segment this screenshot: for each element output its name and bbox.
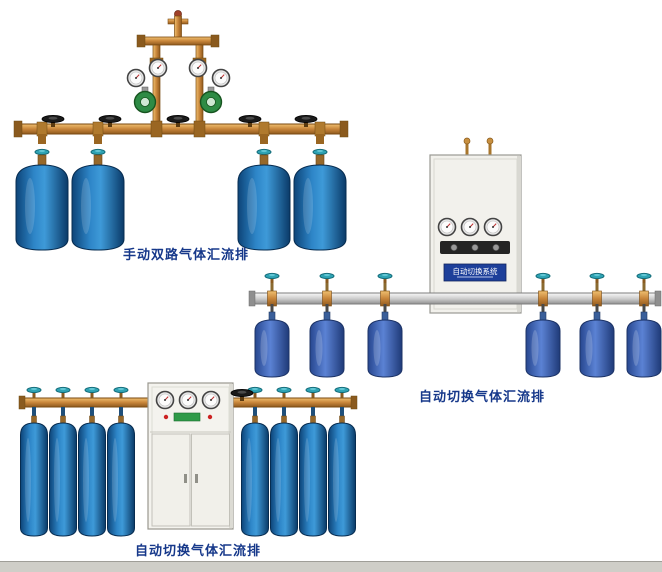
cylinder-drops bbox=[32, 407, 344, 419]
cylinder-valve-wheel bbox=[377, 272, 393, 284]
regulator-body bbox=[133, 86, 157, 114]
cylinder-valve-wheel bbox=[319, 272, 335, 284]
gas-cylinder bbox=[328, 415, 356, 537]
cylinder-drops bbox=[270, 304, 646, 316]
gas-cylinder bbox=[299, 415, 327, 537]
cabinet-top-valve bbox=[463, 137, 471, 145]
caption-auto-manifold-right: 自动切换气体汇流排 bbox=[418, 390, 545, 405]
auto-switch-tall-manifold-illustration bbox=[18, 382, 358, 537]
gas-cylinder bbox=[367, 311, 403, 378]
cylinder-valve-wheel bbox=[636, 272, 652, 284]
cabinet-door-left bbox=[151, 433, 191, 527]
gas-cylinder bbox=[71, 154, 125, 251]
gas-cylinder bbox=[107, 415, 135, 537]
cylinder-valve-wheel bbox=[113, 386, 129, 398]
manual-dual-manifold-illustration bbox=[13, 10, 349, 251]
main-manifold-pipe bbox=[19, 123, 343, 135]
cylinder-valve-wheel bbox=[26, 386, 42, 398]
cylinder-valve-wheel bbox=[84, 386, 100, 398]
riser-pipe-right bbox=[195, 44, 204, 127]
indicator-light bbox=[163, 414, 169, 420]
cabinet-gauge bbox=[437, 217, 457, 237]
caption-manual-manifold: 手动双路气体汇流排 bbox=[122, 248, 249, 263]
drop-fittings bbox=[36, 121, 326, 144]
cylinder-valve-wheel bbox=[334, 386, 350, 398]
pressure-gauge bbox=[148, 58, 168, 78]
pressure-regulator-right bbox=[188, 58, 231, 114]
pipe-end-cap bbox=[13, 120, 23, 138]
riser-valves bbox=[264, 272, 652, 295]
page-bottom-edge bbox=[0, 561, 662, 572]
gas-cylinder bbox=[579, 311, 615, 378]
riser-pipe-left bbox=[152, 44, 161, 127]
gas-cylinder bbox=[15, 154, 69, 251]
cabinet-nameplate: 自动切换系统 bbox=[443, 263, 507, 282]
gas-cylinder bbox=[78, 415, 106, 537]
tee-fitting bbox=[150, 120, 163, 138]
cylinder-valve-wheel bbox=[276, 386, 292, 398]
top-inlet-valve bbox=[167, 10, 189, 41]
tee-fitting bbox=[193, 120, 206, 138]
gas-cylinder bbox=[309, 311, 345, 378]
control-cabinet bbox=[147, 382, 234, 530]
cylinder-valve-wheel bbox=[589, 272, 605, 284]
cabinet-gauge bbox=[483, 217, 503, 237]
pipe-end-cap bbox=[18, 395, 26, 410]
cabinet-green-label bbox=[173, 412, 201, 422]
pressure-regulator-left bbox=[126, 58, 168, 114]
indicator-light bbox=[207, 414, 213, 420]
cabinet-top-valve bbox=[486, 137, 494, 145]
cylinder-valve-wheel bbox=[264, 272, 280, 284]
gas-cylinder bbox=[525, 311, 561, 378]
cabinet-gauge bbox=[178, 390, 198, 410]
cylinder-valve-wheel bbox=[55, 386, 71, 398]
pressure-gauge bbox=[126, 68, 146, 88]
cylinder-valve-wheel bbox=[305, 386, 321, 398]
cabinet-gauge bbox=[155, 390, 175, 410]
gas-cylinder bbox=[270, 415, 298, 537]
regulator-body bbox=[199, 86, 223, 114]
cabinet-nameplate-text: 自动切换系统 bbox=[453, 266, 498, 276]
gas-cylinder bbox=[49, 415, 77, 537]
gas-cylinder bbox=[241, 415, 269, 537]
control-cabinet: 自动切换系统 bbox=[429, 137, 522, 314]
gas-cylinder bbox=[20, 415, 48, 537]
pressure-gauge bbox=[188, 58, 208, 78]
pipe-end-cap bbox=[248, 290, 256, 307]
riser-valves bbox=[26, 386, 350, 400]
cabinet-gauge bbox=[201, 390, 221, 410]
top-header-pipe bbox=[136, 34, 220, 48]
gas-cylinder bbox=[254, 311, 290, 378]
cabinet-gauge bbox=[460, 217, 480, 237]
gas-cylinder bbox=[626, 311, 662, 378]
cylinder-valve-wheel bbox=[535, 272, 551, 284]
door-handle bbox=[195, 474, 198, 483]
pipe-end-cap bbox=[339, 120, 349, 138]
door-handle bbox=[184, 474, 187, 483]
auto-switch-manifold-illustration: 自动切换系统 bbox=[248, 137, 662, 378]
pipe-end-cap bbox=[350, 395, 358, 410]
pipe-end-cap bbox=[654, 290, 662, 307]
caption-auto-manifold-bottom: 自动切换气体汇流排 bbox=[134, 544, 261, 559]
pressure-gauge bbox=[211, 68, 231, 88]
